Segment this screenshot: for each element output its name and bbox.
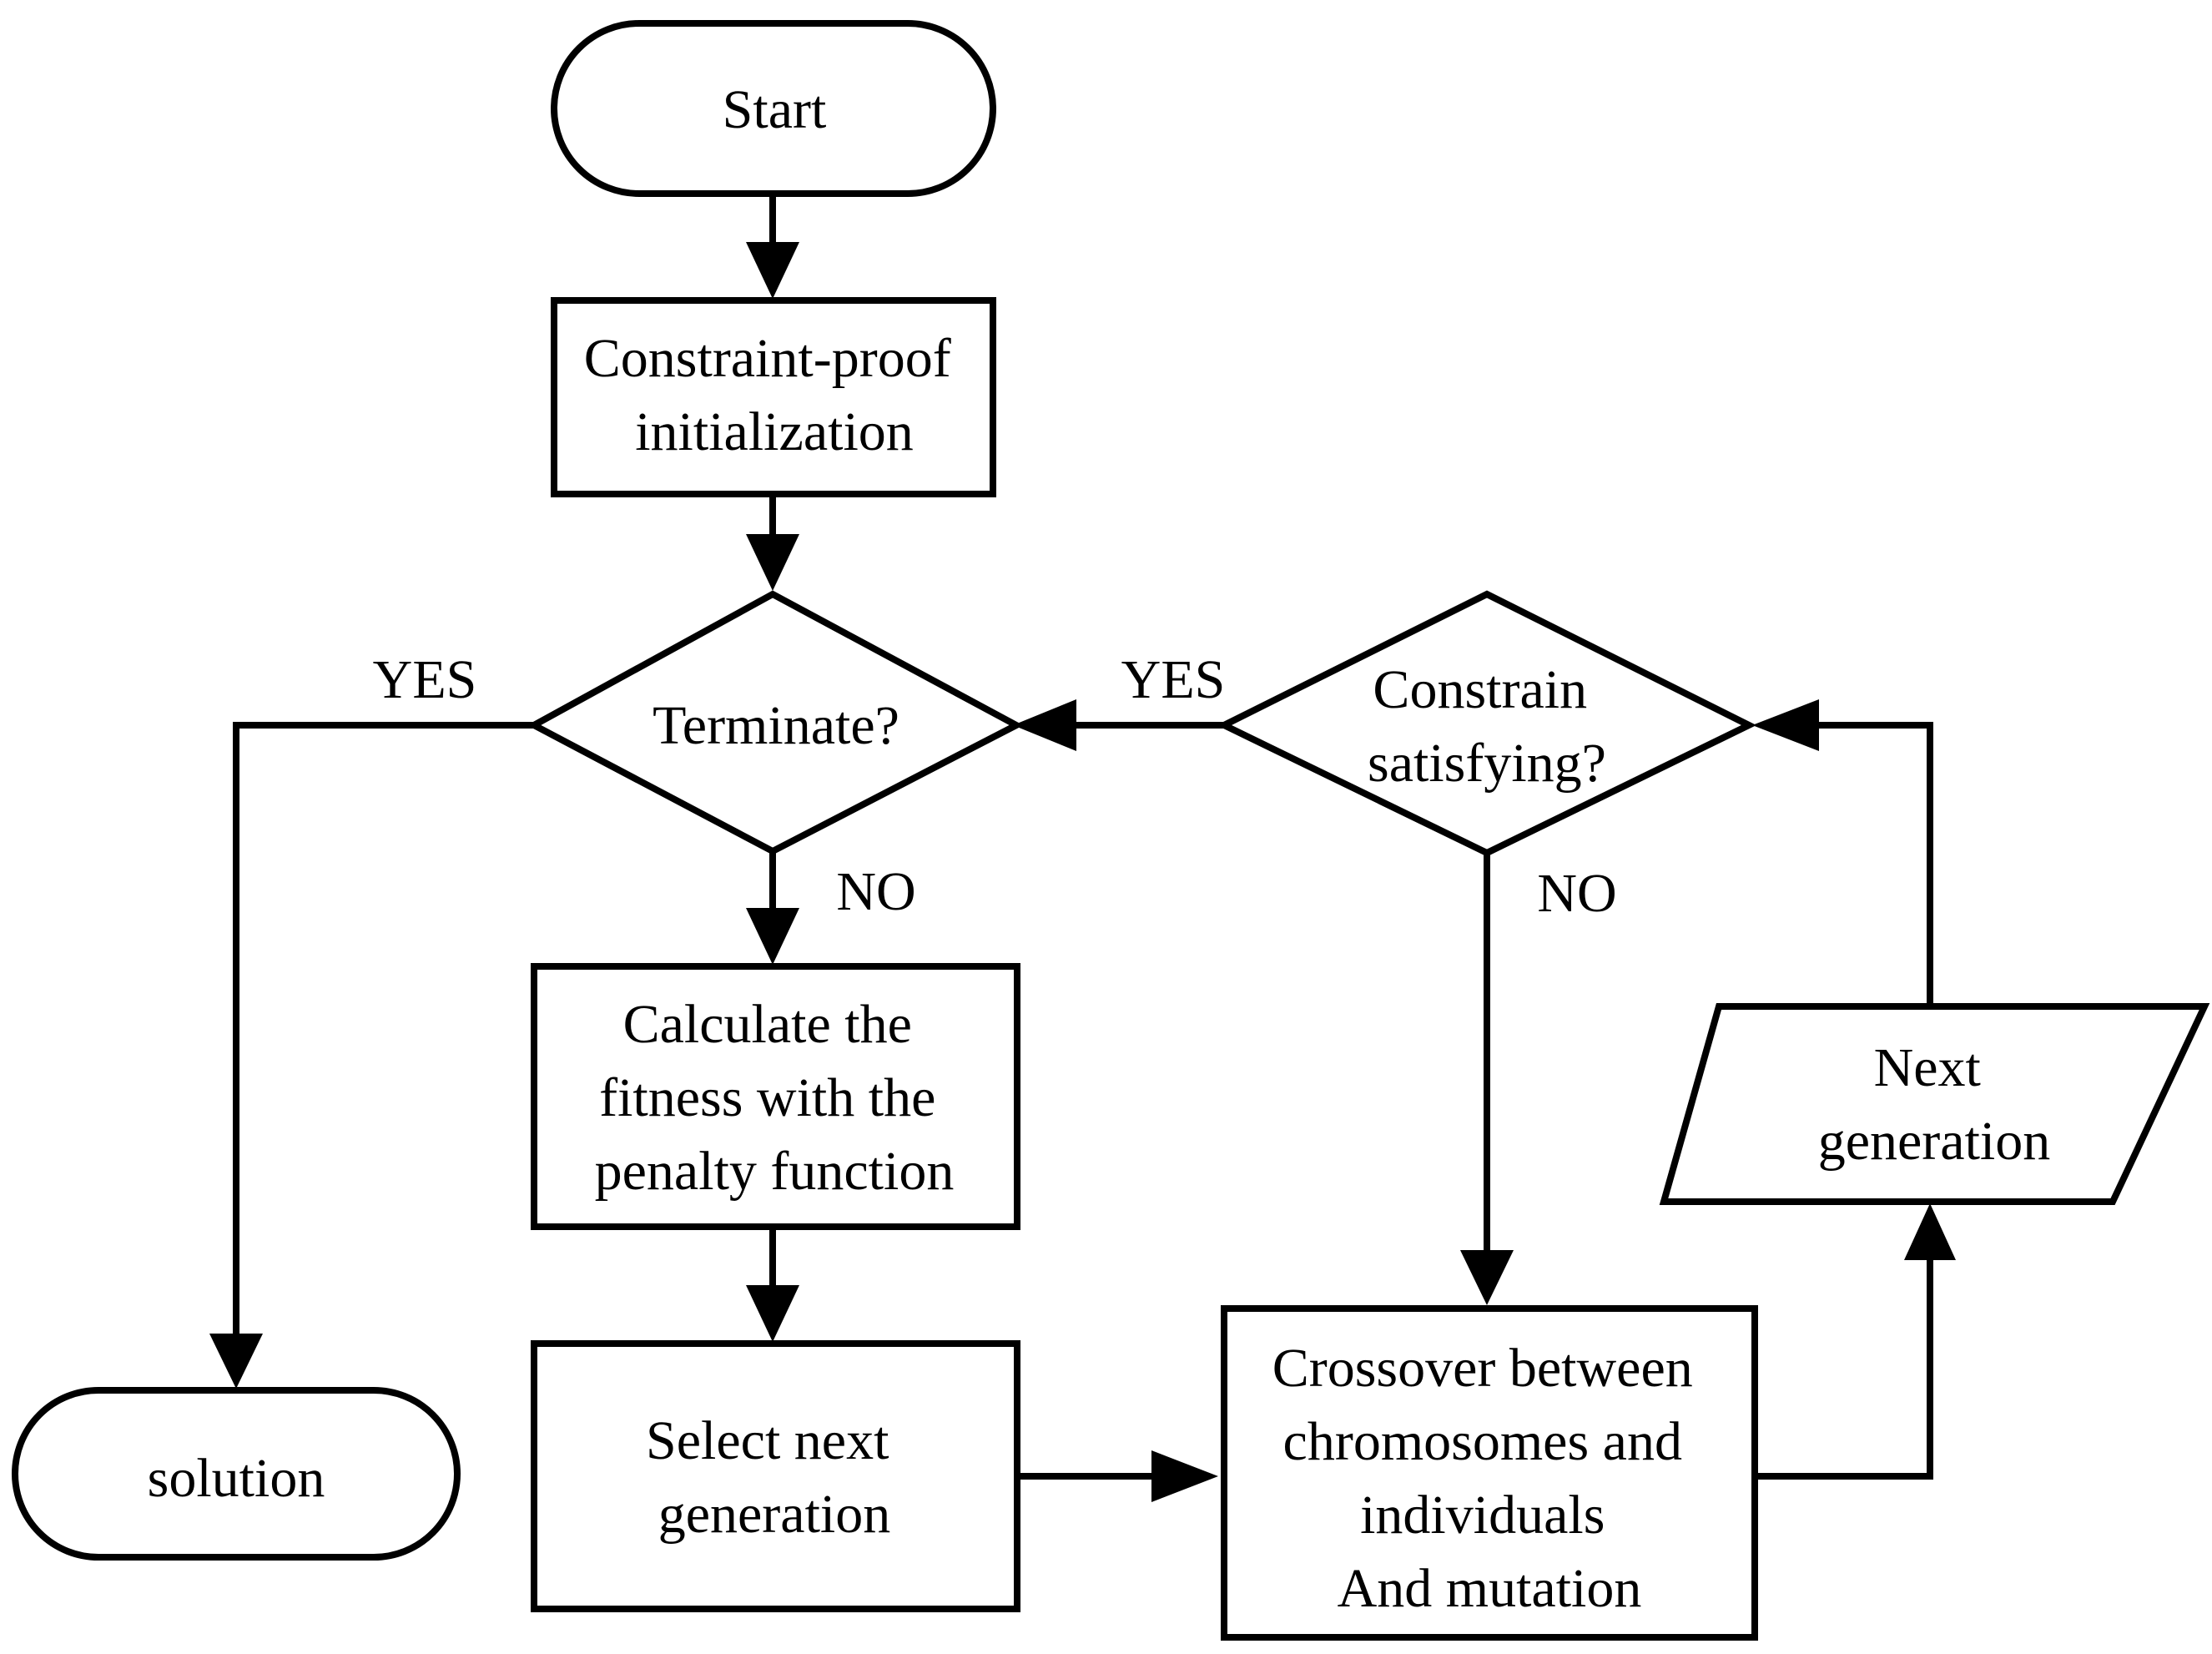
- edge-crossover-to-next-generation: [1755, 1260, 1933, 1480]
- arrowhead-select: [746, 1285, 799, 1342]
- terminate-decision: [527, 590, 1024, 855]
- next-generation-io-box: [1659, 1003, 2210, 1205]
- select-process-box: [531, 1340, 1020, 1612]
- next-generation-label: Next generation: [1818, 1037, 2051, 1172]
- constrain-yes-label: YES: [1121, 649, 1226, 710]
- crossover-label: Crossover between chromosomes and indivi…: [1272, 1338, 1707, 1619]
- fitness-process-box: [531, 963, 1020, 1230]
- arrowhead-fitness: [746, 908, 799, 965]
- constrain-no-label: NO: [1537, 863, 1616, 924]
- arrowhead-next-generation: [1904, 1203, 1956, 1260]
- crossover-process-box: [1221, 1305, 1758, 1641]
- start-label: Start: [723, 79, 827, 140]
- terminate-label: Terminate?: [653, 695, 899, 756]
- arrowhead-solution: [209, 1334, 263, 1389]
- edge-terminate-yes-to-solution: [233, 722, 534, 1334]
- fitness-label: Calculate the fitness with the penalty f…: [595, 994, 955, 1202]
- terminate-no-label: NO: [836, 861, 915, 922]
- solution-terminal: [12, 1387, 461, 1561]
- edge-next-generation-to-constrain: [1819, 722, 1933, 1006]
- arrowhead-terminate: [746, 534, 799, 591]
- select-label: Select next generation: [646, 1410, 903, 1545]
- init-label: Constraint-proof initialization: [584, 328, 965, 462]
- arrowhead-init: [746, 242, 799, 299]
- start-terminal: [551, 20, 996, 197]
- terminate-yes-label: YES: [373, 649, 477, 710]
- constrain-decision: [1216, 590, 1757, 857]
- arrowhead-constrain: [1752, 699, 1819, 751]
- arrowhead-crossover-left: [1151, 1450, 1218, 1502]
- solution-label: solution: [148, 1448, 325, 1509]
- init-process-box: [551, 297, 996, 497]
- arrowhead-crossover-top: [1460, 1250, 1514, 1305]
- arrowhead-terminate-right: [1013, 699, 1076, 751]
- constrain-label: Constrain satisfying?: [1368, 659, 1606, 794]
